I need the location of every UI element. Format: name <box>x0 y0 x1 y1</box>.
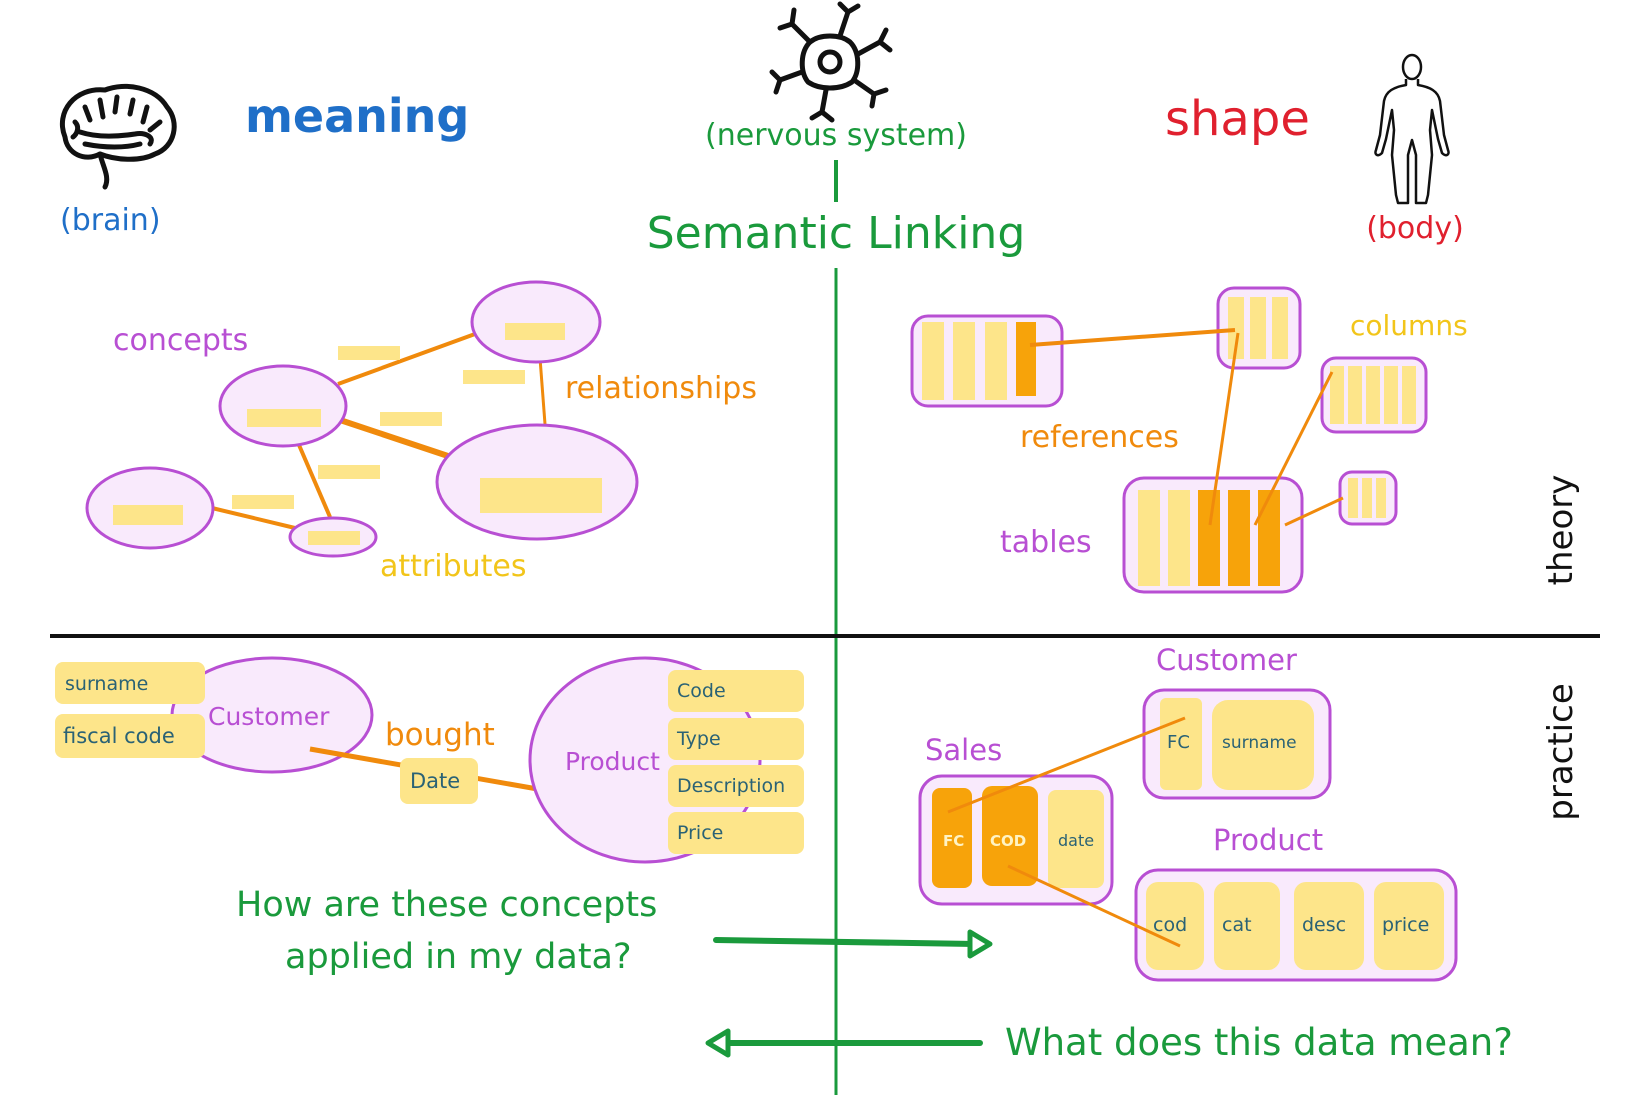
customer-attribute: fiscal code <box>55 714 205 758</box>
relationship-line <box>337 332 476 386</box>
attribute-placeholder <box>338 346 400 360</box>
svg-text:date: date <box>1058 831 1094 850</box>
svg-text:Type: Type <box>676 728 721 750</box>
svg-text:Code: Code <box>677 680 726 702</box>
svg-text:surname: surname <box>65 673 148 695</box>
question-concepts-to-data-line1: How are these concepts <box>236 885 657 925</box>
customer-entity-label: Customer <box>208 702 330 731</box>
theory-side-label: theory <box>1541 475 1581 586</box>
shape-label: shape <box>1165 91 1310 147</box>
table-shape <box>1122 476 1304 594</box>
customer-attribute: surname <box>55 662 205 704</box>
diagram-title: Semantic Linking <box>647 208 1026 259</box>
svg-text:Price: Price <box>677 822 723 844</box>
customer-table: FC surname <box>1142 688 1332 800</box>
attribute-placeholder <box>318 465 380 479</box>
svg-text:cod: cod <box>1153 914 1187 936</box>
brain-icon <box>59 83 177 190</box>
bought-relationship-label: bought <box>385 717 495 753</box>
reference-line <box>1208 332 1240 526</box>
table-shape <box>1216 286 1302 370</box>
concept-node <box>85 466 215 550</box>
question-concepts-to-data-line2: applied in my data? <box>285 937 632 977</box>
svg-text:FC: FC <box>1167 732 1190 753</box>
question-data-to-meaning: What does this data mean? <box>1005 1021 1513 1064</box>
tables-label: tables <box>1000 525 1092 560</box>
sales-table-label: Sales <box>925 733 1002 767</box>
body-caption: (body) <box>1366 211 1464 246</box>
relationship-line <box>211 506 296 530</box>
arrow-left-icon <box>705 1028 983 1058</box>
reference-line <box>1284 496 1344 527</box>
relationship-attribute: Date <box>400 758 478 804</box>
concept-node <box>435 423 639 541</box>
table-shape <box>1320 356 1428 434</box>
svg-text:COD: COD <box>990 832 1026 850</box>
sales-table: FC COD date <box>918 774 1114 906</box>
er-model: surname fiscal code Customer bought Date… <box>55 656 804 864</box>
product-attribute: Code <box>668 670 804 712</box>
product-attribute: Description <box>668 765 804 807</box>
concepts-label: concepts <box>113 323 248 358</box>
table-shape <box>910 314 1064 408</box>
relationships-label: relationships <box>565 371 757 406</box>
concept-node <box>470 280 602 364</box>
customer-table-label: Customer <box>1156 643 1297 677</box>
product-attribute: Type <box>668 718 804 760</box>
product-table: cod cat desc price <box>1134 868 1458 982</box>
relationship-line <box>339 417 449 459</box>
meaning-label: meaning <box>245 89 469 143</box>
svg-text:fiscal code: fiscal code <box>63 724 175 748</box>
svg-text:Description: Description <box>677 775 785 797</box>
product-entity-label: Product <box>565 747 660 776</box>
foreign-key-line <box>947 716 1186 814</box>
attribute-node <box>288 516 378 558</box>
practice-side-label: practice <box>1541 683 1581 820</box>
relationship-line <box>538 357 547 425</box>
attribute-placeholder <box>232 495 294 509</box>
columns-label: columns <box>1350 309 1468 342</box>
relational-model: Customer FC surname Sales FC COD date Pr… <box>918 643 1458 982</box>
reference-line <box>1029 328 1236 347</box>
attributes-label: attributes <box>380 549 526 584</box>
attribute-placeholder <box>380 412 442 426</box>
table-graph <box>910 286 1428 594</box>
arrow-right-icon <box>713 929 993 959</box>
product-attribute: Price <box>668 812 804 854</box>
reference-line <box>1253 371 1334 526</box>
svg-text:cat: cat <box>1222 914 1252 936</box>
relationship-line <box>297 444 332 518</box>
human-body-icon <box>1374 53 1450 205</box>
concept-graph <box>85 280 639 558</box>
svg-text:Date: Date <box>410 769 460 793</box>
svg-text:FC: FC <box>943 832 964 850</box>
references-label: references <box>1020 420 1179 455</box>
svg-text:price: price <box>1382 914 1429 936</box>
concept-node <box>218 364 348 448</box>
attribute-placeholder <box>463 370 525 384</box>
nervous-system-caption: (nervous system) <box>705 118 967 153</box>
svg-text:surname: surname <box>1222 733 1297 753</box>
brain-caption: (brain) <box>60 203 161 238</box>
neuron-icon <box>769 1 893 123</box>
table-shape <box>1338 470 1398 526</box>
foreign-key-line <box>1007 864 1181 948</box>
svg-text:desc: desc <box>1302 914 1346 936</box>
product-table-label: Product <box>1213 823 1323 857</box>
